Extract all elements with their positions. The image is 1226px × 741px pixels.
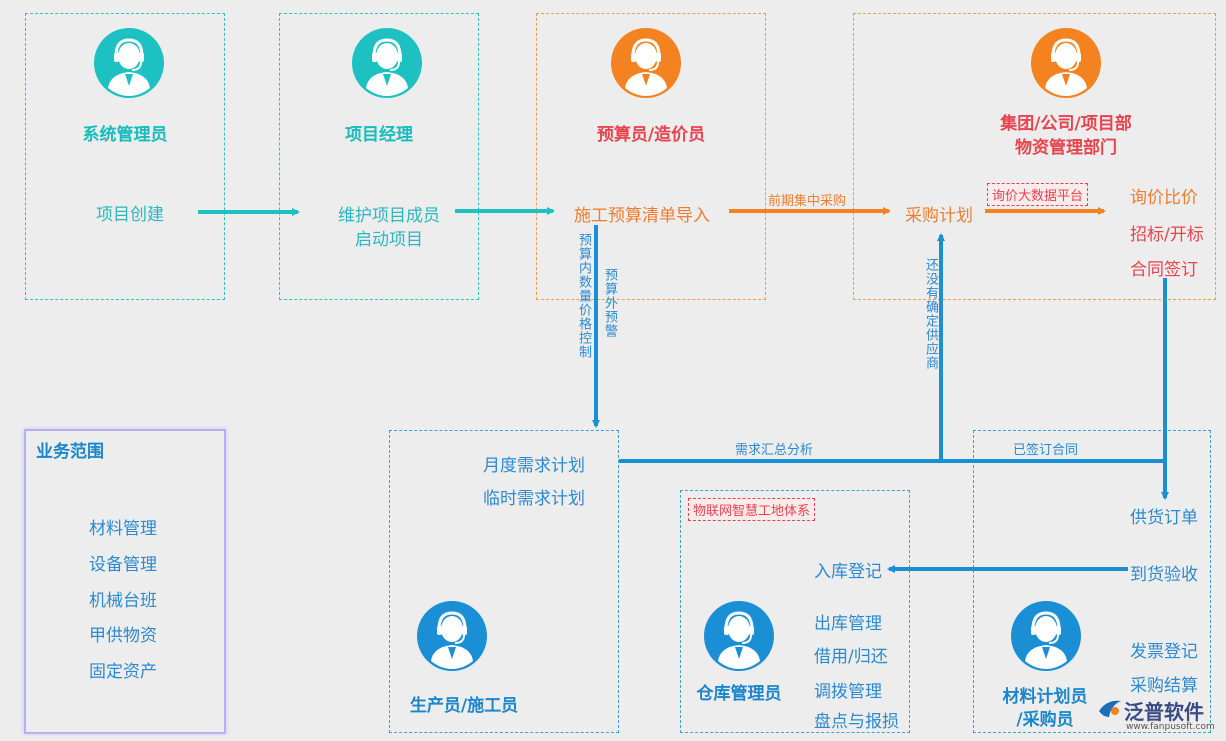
step-supply-order: 供货订单	[1130, 508, 1198, 528]
edge-inquiry-platform: 询价大数据平台	[987, 183, 1089, 206]
step-maintain-members: 维护项目成员	[338, 206, 440, 226]
person-headset-icon	[611, 28, 681, 98]
role-warehouse: 仓库管理员	[696, 684, 782, 704]
role-pm: 项目经理	[345, 125, 413, 145]
edge-no-supplier: 还没有确定供应商	[923, 258, 938, 370]
scope-box	[24, 429, 226, 734]
watermark-brand: 泛普软件	[1124, 700, 1204, 724]
brand-logo-icon	[1099, 700, 1121, 717]
scope-item: 材料管理	[89, 519, 157, 539]
watermark-url: www.fanpusoft.com	[1126, 722, 1215, 732]
step-borrow-return: 借用/归还	[814, 647, 888, 667]
scope-title: 业务范围	[36, 442, 104, 462]
scope-item: 固定资产	[89, 662, 157, 682]
producer-box	[389, 430, 619, 733]
person-headset-icon	[704, 601, 774, 671]
person-headset-icon	[1031, 28, 1101, 98]
role-sysadmin: 系统管理员	[82, 125, 168, 145]
step-arrival-check: 到货验收	[1130, 565, 1198, 585]
step-bid: 招标/开标	[1130, 225, 1204, 245]
edge-over-budget-warn: 预算外预警	[602, 268, 617, 338]
edge-demand-summary: 需求汇总分析	[735, 443, 814, 458]
step-stock-out: 出库管理	[814, 614, 882, 634]
step-start-project: 启动项目	[355, 230, 423, 250]
step-create-project: 项目创建	[96, 205, 164, 225]
scope-item: 甲供物资	[89, 626, 157, 646]
step-temp-plan: 临时需求计划	[483, 489, 585, 509]
budget-box	[536, 13, 766, 300]
warehouse-box	[680, 490, 910, 733]
step-contract-sign: 合同签订	[1130, 260, 1198, 280]
step-inventory-loss: 盘点与报损	[814, 712, 899, 732]
role-planner-line2: /采购员	[1016, 710, 1074, 730]
edge-iot-site: 物联网智慧工地体系	[688, 498, 816, 521]
role-producer: 生产员/施工员	[409, 696, 519, 716]
step-monthly-plan: 月度需求计划	[483, 456, 585, 476]
edge-signed-contract: 已签订合同	[1013, 443, 1079, 458]
person-headset-icon	[417, 601, 487, 671]
sysadmin-box	[25, 13, 225, 300]
step-invoice: 发票登记	[1130, 642, 1198, 662]
group-box	[853, 13, 1216, 300]
step-purchase-plan: 采购计划	[905, 206, 973, 226]
step-transfer: 调拨管理	[814, 682, 882, 702]
edge-in-budget-control: 预算内数量价格控制	[576, 233, 591, 359]
step-settlement: 采购结算	[1130, 676, 1198, 696]
role-group-line1: 集团/公司/项目部	[1000, 114, 1132, 134]
person-headset-icon	[352, 28, 422, 98]
person-headset-icon	[94, 28, 164, 98]
step-budget-import: 施工预算清单导入	[574, 206, 710, 226]
pm-box	[279, 13, 479, 300]
planner-box	[973, 430, 1211, 733]
person-headset-icon	[1011, 601, 1081, 671]
role-group-line2: 物资管理部门	[1015, 138, 1117, 158]
step-inquiry-compare: 询价比价	[1130, 188, 1198, 208]
step-stock-in: 入库登记	[814, 562, 882, 582]
role-budget: 预算员/造价员	[596, 125, 706, 145]
role-planner-line1: 材料计划员	[1002, 687, 1088, 707]
edge-early-central: 前期集中采购	[768, 194, 847, 209]
scope-item: 机械台班	[89, 591, 157, 611]
scope-item: 设备管理	[89, 555, 157, 575]
